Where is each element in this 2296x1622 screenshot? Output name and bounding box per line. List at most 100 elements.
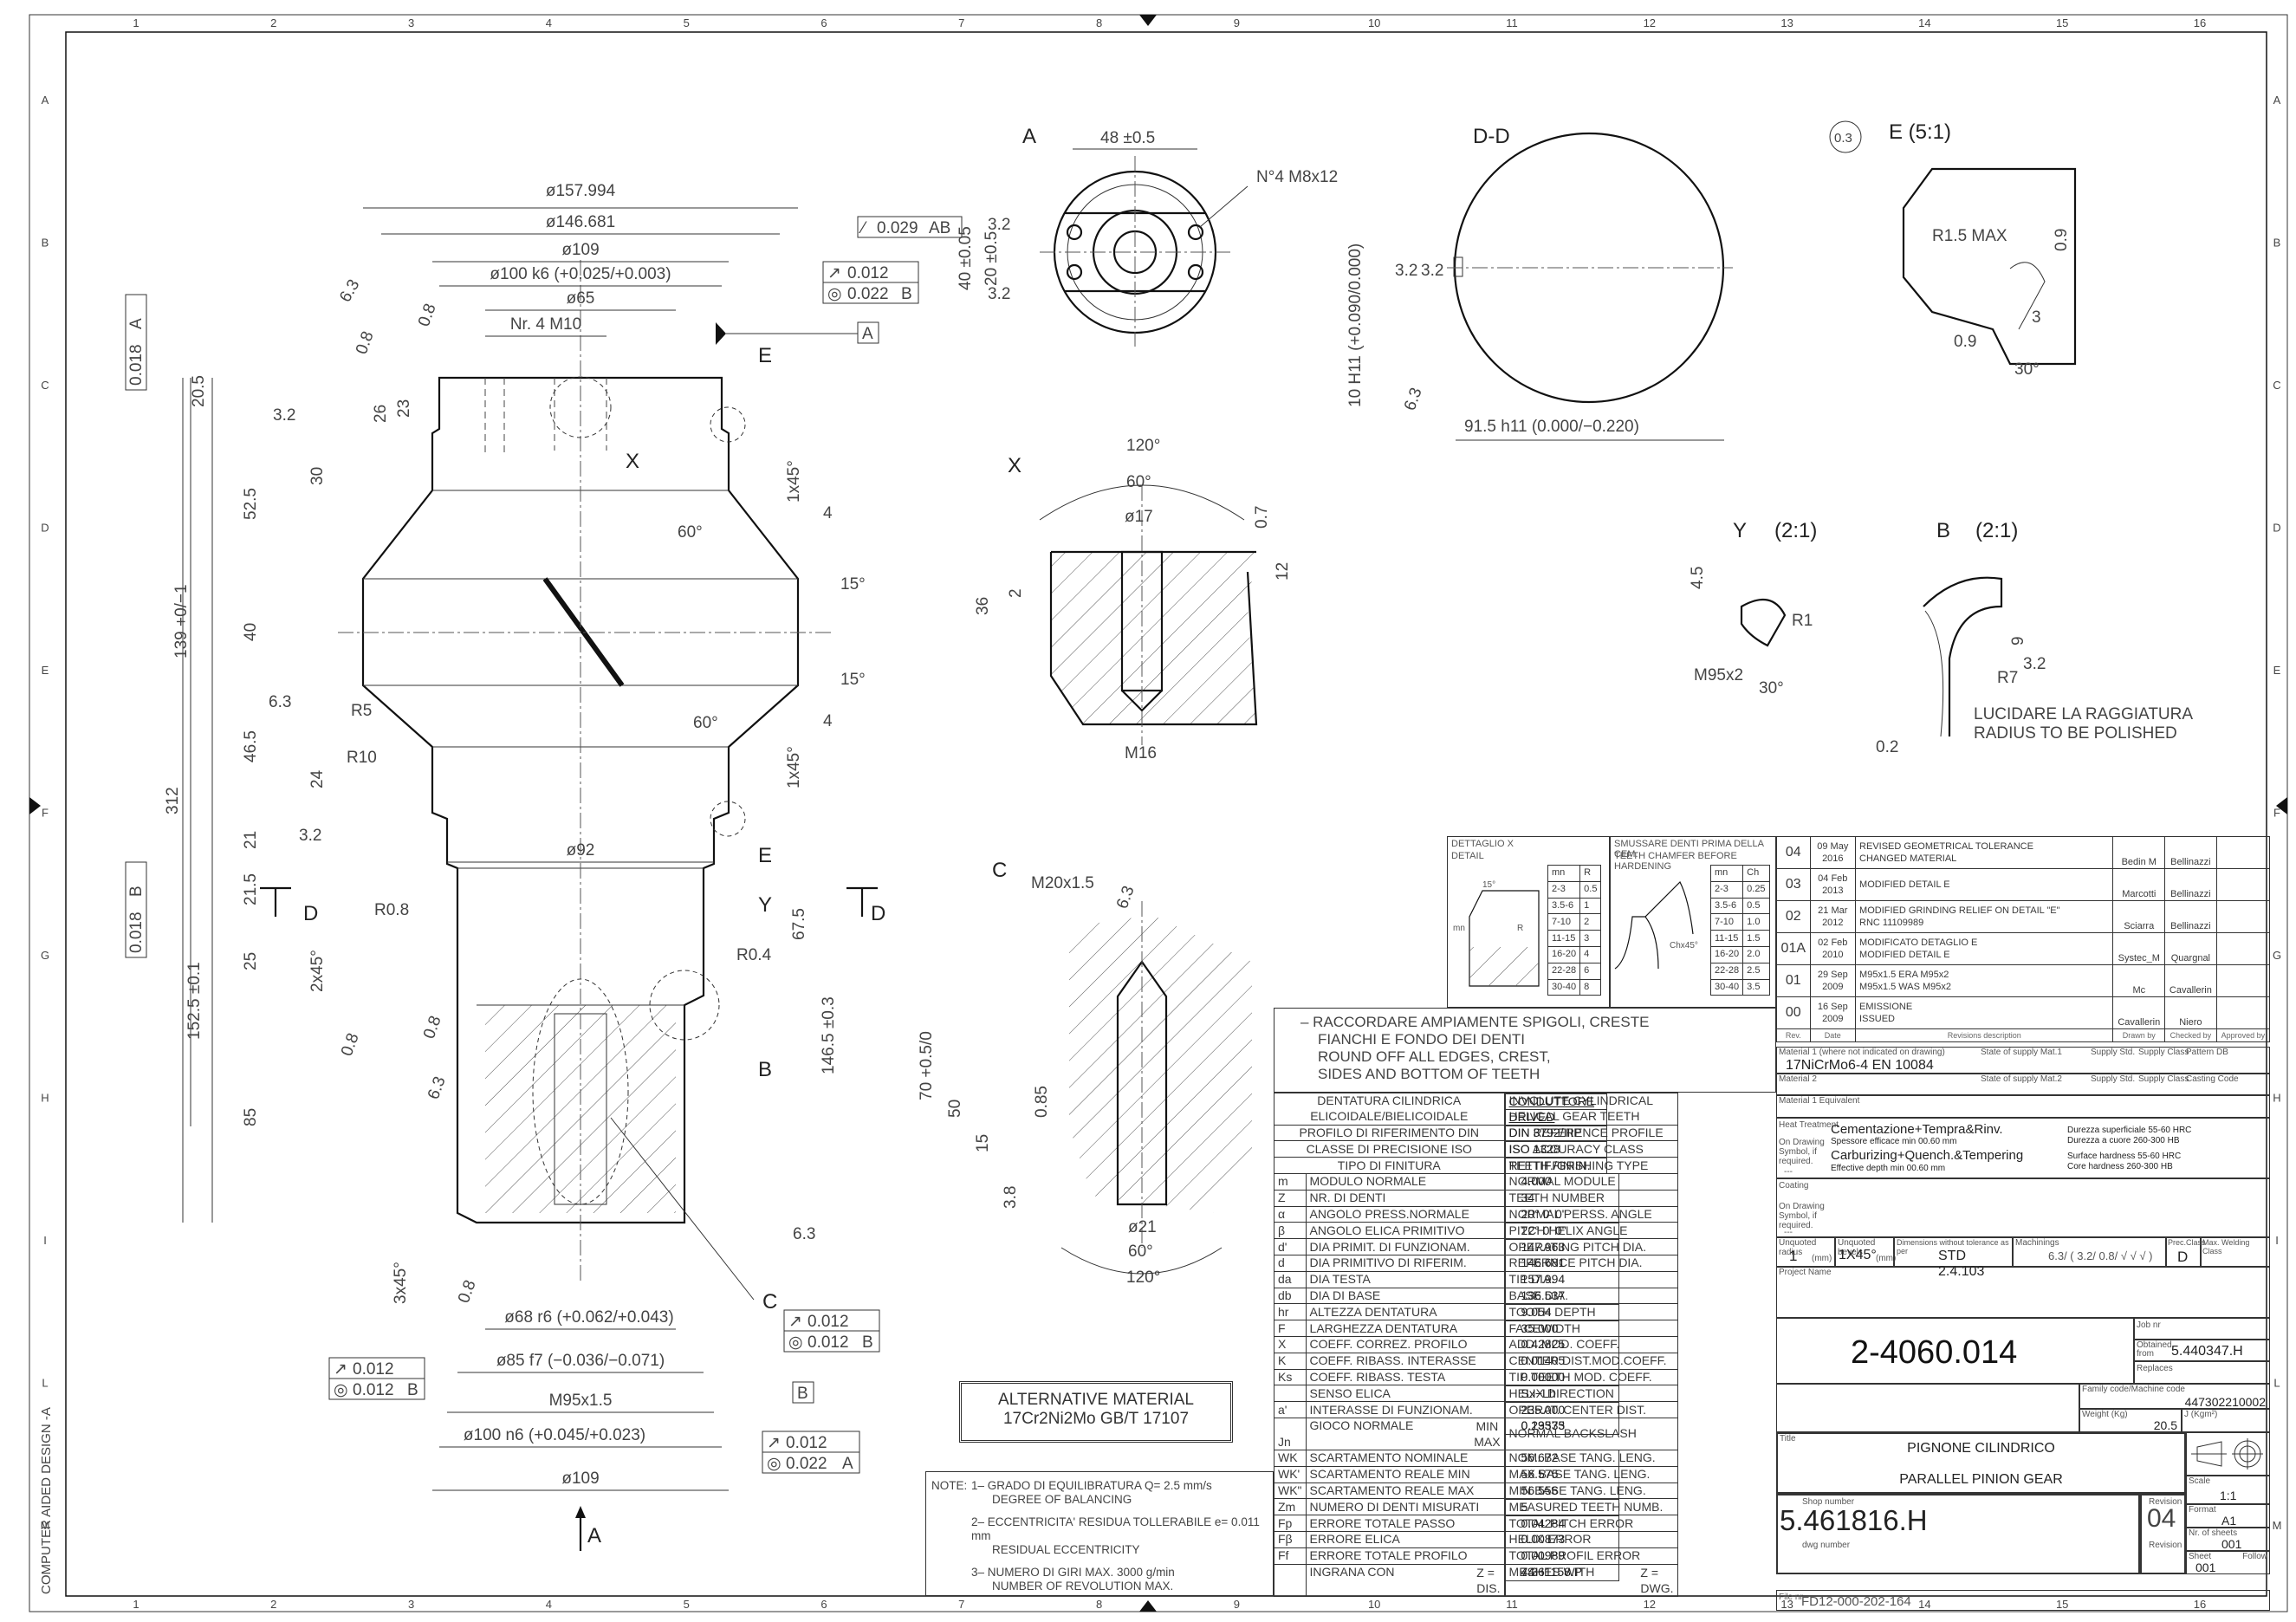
parameter-value: 146.681 [1504, 1255, 1619, 1273]
dimension-label: ø100 n6 (+0.045/+0.023) [464, 1426, 645, 1444]
text-label: R [1517, 924, 1524, 933]
description-line: ISSUED [1859, 1014, 1896, 1024]
drawn-by: Systec_M [2112, 932, 2166, 965]
parameter-symbol: Fβ [1274, 1530, 1307, 1548]
description-line: CHANGED MATERIAL [1859, 853, 1957, 864]
dimension-label: 3.8 [1002, 1186, 1020, 1209]
text-label: Material 1 (where not indicated on drawi… [1779, 1048, 1945, 1057]
table-cell: TEETH FINISHING TYPE [1504, 1157, 1678, 1174]
dimension-label: 0.8 [353, 329, 378, 357]
text-label: Revision [2149, 1541, 2182, 1550]
text-label: Surface hardness 55-60 HRC [2067, 1152, 2182, 1161]
dimension-label: X [1008, 454, 1022, 477]
text-label: Material 1 Equivalent [1779, 1096, 1860, 1106]
zone-column-label: 3 [408, 1598, 414, 1611]
text-label: Format [2189, 1505, 2216, 1515]
dimension-label: 120° [1126, 1268, 1160, 1287]
note-text-en: NUMBER OF REVOLUTION MAX. [992, 1580, 1174, 1593]
parameter-value: 0.00989 [1504, 1547, 1619, 1566]
revision-number: 04 [2147, 1504, 2176, 1533]
text-label: --- [1784, 1228, 1793, 1237]
svg-text:◎: ◎ [334, 1381, 348, 1399]
note-text-en: DEGREE OF BALANCING [992, 1493, 1132, 1506]
detail-b: B (2:1) 9 R7 3.2 LUCIDARE LA RAGGIATURA … [1876, 519, 2193, 756]
table-cell: 1.0 [1742, 913, 1770, 931]
text-label: On Drawing Symbol, if required. [1779, 1138, 1825, 1166]
text-label: Supply Class [2138, 1074, 2189, 1084]
text-label: Heat Treatment [1779, 1120, 1839, 1130]
zone-column-label: 15 [2056, 1598, 2068, 1611]
parameter-value: 4.000 [1504, 1173, 1619, 1191]
zone-column-label: 7 [958, 16, 964, 29]
table-cell: 1.5 [1742, 930, 1770, 947]
description-line: MODIFIED DETAIL E [1859, 950, 1950, 960]
title-block-cell: Dimensions without tolerance as per STD … [1894, 1237, 2013, 1279]
dimension-label: 0.7 [1253, 506, 1271, 529]
parameter-name-it: DIA DI BASE [1305, 1287, 1505, 1305]
text-label: Replaces [2137, 1364, 2173, 1373]
dimension-label: 146.5 ±0.3 [820, 996, 838, 1074]
dimension-label: 20.5 [190, 375, 208, 407]
part-title-it: PIGNONE CILINDRICO [1907, 1441, 2055, 1456]
text-label: (mm) [1876, 1254, 1897, 1263]
dimension-label: ø146.681 [546, 213, 615, 231]
parameter-name-en: ADD. MOD. COEFF. [1504, 1335, 1678, 1353]
title-block-cell: Machinings 6.3/ ( 3.2/ 0.8/ √ √ √ ) [2013, 1237, 2166, 1267]
teeth-chamfer-table: SMUSSARE DENTI PRIMA DELLA CEM. TEETH CH… [1610, 836, 1776, 1008]
dimension-label: B [407, 1381, 418, 1399]
dwg-label: DWG. [1640, 1580, 1674, 1595]
parameter-name-it: ALTEZZA DENTATURA [1305, 1303, 1505, 1321]
table-cell: 11-15 [1709, 930, 1744, 947]
dimension-label: M16 [1125, 744, 1157, 762]
material-1-row: Material 1 (where not indicated on drawi… [1776, 1047, 2270, 1074]
text-label: Obtained from [2137, 1340, 2172, 1359]
parameter-symbol: Jn [1274, 1417, 1307, 1450]
column-header: Date [1809, 1028, 1857, 1042]
text-label: Dimensions without tolerance as per [1897, 1238, 2009, 1255]
title-block-cell [1776, 1384, 2079, 1432]
zone-row-label: C [2273, 379, 2280, 392]
dimension-label: ø92 [567, 841, 595, 860]
table-cell: 8 [1579, 978, 1602, 996]
dimension-label: 0.2 [1876, 738, 1898, 756]
detail-e: 0.3 E (5:1) R1.5 MAX 0.9 0.9 3 30° [1829, 120, 2077, 379]
dimension-label: 85 [242, 1108, 260, 1126]
text-label: Shop number [1802, 1497, 1855, 1507]
detail-callout-y: Y [758, 893, 772, 917]
dimension-label: 60° [1126, 473, 1151, 491]
table-cell: 7-10 [1709, 913, 1744, 931]
dimension-label: R0.4 [736, 946, 772, 964]
parameter-name-en: TOTAL PROFIL ERROR [1504, 1547, 1678, 1565]
section-d-d: D-D 91.5 h11 (0.000/−0.220) 10 H11 (+0.0… [1346, 125, 1733, 441]
dimension-label: 15° [840, 575, 866, 594]
cad-side-label: COMPUTER AIDED DESIGN -A [39, 1407, 54, 1594]
parameter-symbol: a' [1274, 1401, 1307, 1418]
zone-column-label: 14 [1918, 1598, 1930, 1611]
text-label: SIDES AND BOTTOM OF TEETH [1318, 1066, 1540, 1082]
table-cell: DENTATURA CILINDRICA [1274, 1092, 1505, 1109]
table-cell: DRIVED [1504, 1108, 1607, 1126]
parameter-value: 22° 0' 0" [1504, 1222, 1619, 1240]
zone-column-label: 12 [1644, 16, 1656, 29]
note-text-it: 3– NUMERO DI GIRI MAX. 3000 g/min [971, 1566, 1175, 1579]
dimension-label: B [797, 1385, 808, 1403]
precision-class: D [2177, 1249, 2189, 1265]
dimension-label: 1x45° [785, 746, 803, 788]
